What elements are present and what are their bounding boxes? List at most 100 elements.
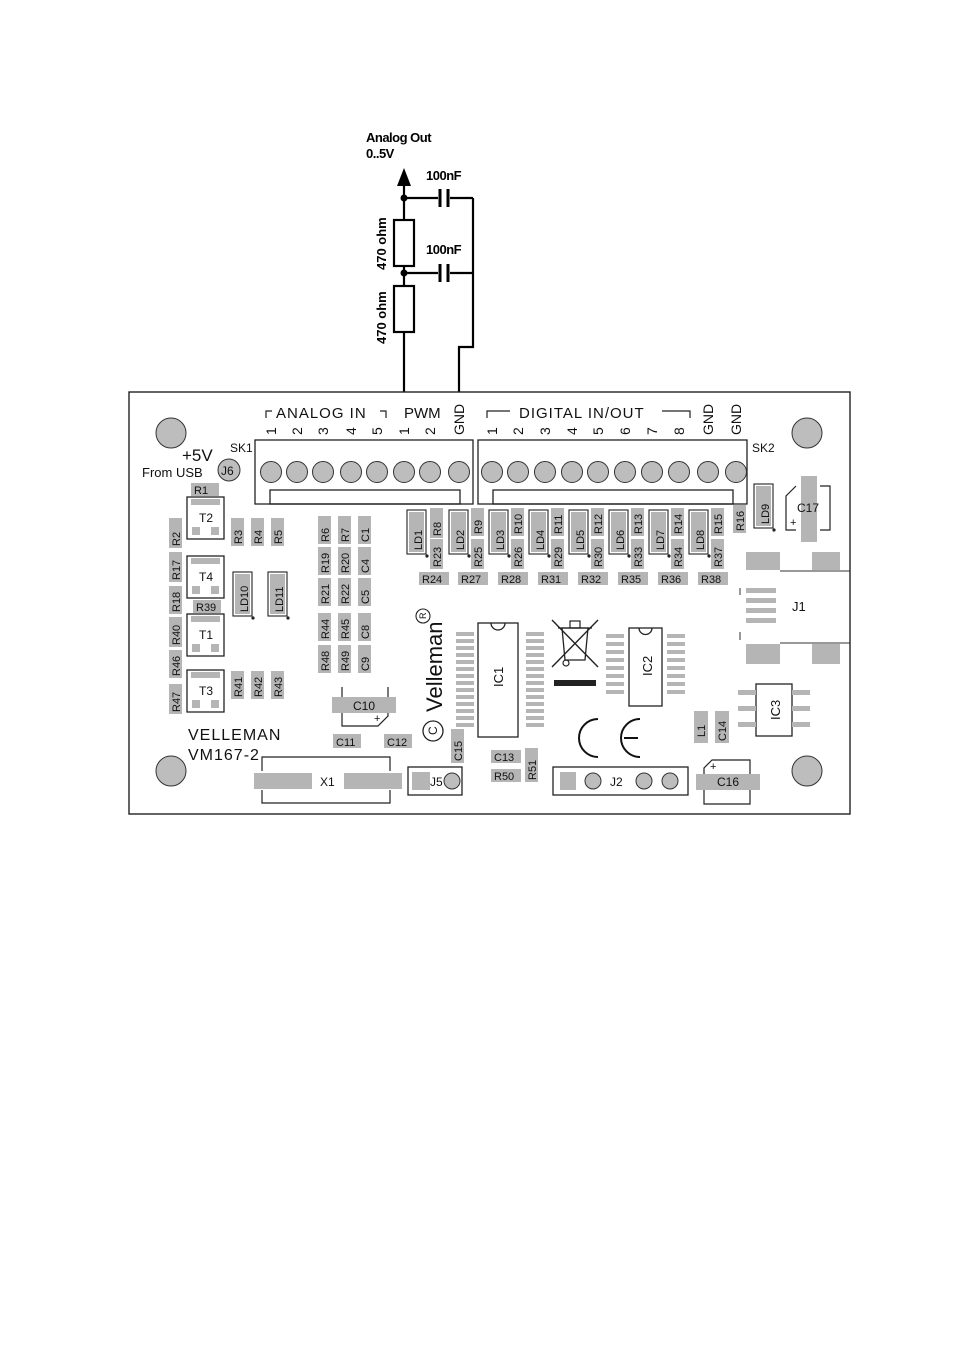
pin-number-label: 7 [644, 427, 660, 435]
component-label: LD5 [575, 530, 587, 550]
c10-plus: + [374, 713, 380, 725]
pin-number-label: 3 [537, 427, 553, 435]
component-label: R28 [501, 574, 521, 586]
analog-in-label: ANALOG IN [276, 405, 367, 422]
component-c4: C4 [358, 547, 372, 575]
component-label: R15 [713, 514, 725, 534]
component-r35: R35 [618, 572, 648, 586]
terminal-pad [481, 461, 503, 483]
terminal-pad [697, 461, 719, 483]
ic-pin [667, 650, 685, 654]
ic1-package: IC1 [477, 622, 519, 738]
component-label: R18 [171, 592, 183, 612]
pin-number-label: 4 [564, 427, 580, 435]
component-label: R1 [194, 485, 208, 497]
component-label: R8 [432, 522, 444, 536]
component-label: R27 [461, 574, 481, 586]
ic2-label: IC2 [640, 656, 655, 676]
component-label: R41 [233, 677, 245, 697]
component-c1: C1 [358, 516, 372, 544]
component-r13: R13 [631, 508, 645, 536]
ic-pin [606, 658, 624, 662]
transistor-t4: T4 [186, 555, 225, 599]
terminal-pad [419, 461, 441, 483]
pin-number-label: 1 [484, 427, 500, 435]
component-r48: R48 [318, 645, 332, 673]
component-r22: R22 [338, 578, 352, 606]
terminal-pad [725, 461, 747, 483]
component-ld5: LD5 [568, 509, 591, 558]
terminal-pad [507, 461, 529, 483]
capacitor-bottom-label: 100nF [426, 242, 462, 257]
ic3-label: IC3 [768, 700, 783, 720]
l1-label: L1 [696, 725, 708, 737]
resistor-top [392, 218, 416, 268]
component-label: R36 [661, 574, 681, 586]
output-schematic: Analog Out 0..5V 470 ohm 470 ohm 100nF 1… [366, 130, 475, 472]
ic-pin [526, 660, 544, 664]
transistor-t1: T1 [186, 613, 225, 657]
component-label: R45 [340, 619, 352, 639]
component-label: R38 [701, 574, 721, 586]
ic-pin [667, 642, 685, 646]
component-r38: R38 [698, 572, 728, 586]
sk2-header-label: DIGITAL IN/OUT [486, 405, 691, 422]
x1-crystal: X1 [254, 756, 402, 804]
sk2-label: SK2 [752, 441, 775, 455]
ic-pin [526, 723, 544, 727]
component-label: R22 [340, 584, 352, 604]
component-r16: R16 [733, 505, 747, 533]
component-r19: R19 [318, 547, 332, 575]
transistor-label: T3 [199, 684, 213, 698]
sk1-connector-lip [269, 489, 461, 505]
component-r37: R37 [711, 539, 725, 569]
ic-pin [456, 716, 474, 720]
terminal-pad [448, 461, 470, 483]
component-label: R19 [320, 553, 332, 573]
j6-label: J6 [221, 464, 234, 478]
component-r24: R24 [419, 572, 449, 586]
component-r44: R44 [318, 613, 332, 641]
component-r5: R5 [271, 518, 285, 546]
component-label: C13 [494, 752, 514, 764]
component-r36: R36 [658, 572, 688, 586]
component-r8: R8 [430, 508, 444, 538]
component-label: LD9 [760, 504, 772, 524]
component-label: R4 [253, 530, 265, 544]
component-label: R44 [320, 619, 332, 639]
registered-symbol: R [418, 612, 428, 619]
ic-pin [526, 632, 544, 636]
component-label: R26 [513, 547, 525, 567]
component-label: R34 [673, 547, 685, 567]
component-r18: R18 [169, 586, 183, 614]
component-label: R48 [320, 651, 332, 671]
pin-number-label: 4 [343, 427, 359, 435]
ic-pin [456, 695, 474, 699]
ic3-package: IC3 [738, 683, 810, 737]
component-r46: R46 [169, 650, 183, 678]
terminal-pad [534, 461, 556, 483]
pin-number-label: GND [700, 404, 716, 435]
component-label: R17 [171, 560, 183, 580]
component-r3: R3 [231, 518, 245, 546]
component-label: R46 [171, 656, 183, 676]
component-label: R21 [320, 584, 332, 604]
component-r30: R30 [591, 539, 605, 569]
component-label: C15 [453, 741, 465, 761]
pin-number-label: 2 [422, 427, 438, 435]
component-ld2: LD2 [448, 509, 471, 558]
component-label: R25 [473, 547, 485, 567]
ic-pin [606, 674, 624, 678]
component-r4: R4 [251, 518, 265, 546]
terminal-pad [668, 461, 690, 483]
component-label: LD4 [535, 530, 547, 550]
component-label: R29 [553, 547, 565, 567]
terminal-pad [312, 461, 334, 483]
component-r6: R6 [318, 516, 332, 544]
resistor-bottom [392, 284, 416, 334]
j5-connector: J5 [407, 766, 463, 796]
